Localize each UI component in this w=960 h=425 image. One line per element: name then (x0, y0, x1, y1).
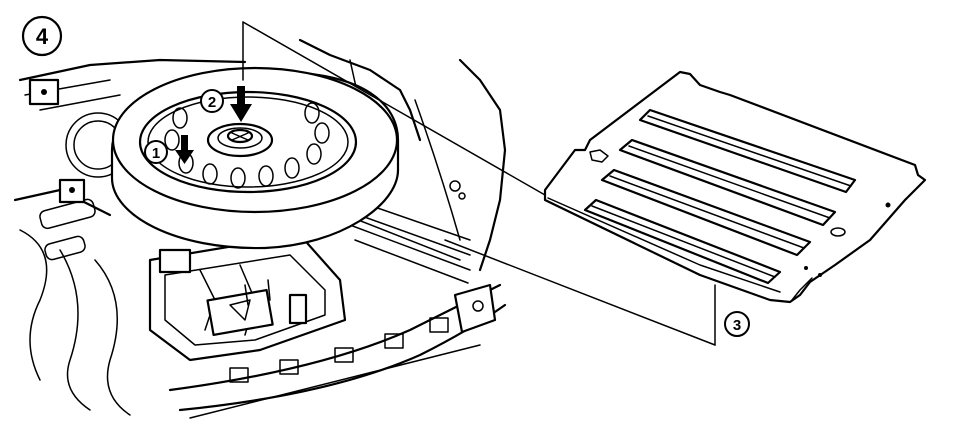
vehicle-trunk (13, 38, 507, 419)
exploded-view-lines (242, 21, 716, 346)
wheel-holes (164, 102, 330, 189)
arrow-down-icon-1 (175, 135, 194, 164)
callout-3: 3 (724, 311, 750, 337)
callout-3-label: 3 (733, 317, 741, 334)
callout-4-label: 4 (36, 24, 49, 49)
jack-tool-tray (148, 233, 347, 362)
callout-2: 2 (200, 89, 224, 113)
arrow-down-icon-2 (230, 86, 252, 122)
callout-2-label: 2 (208, 94, 216, 111)
spare-tire (110, 66, 400, 250)
callout-1: 1 (144, 140, 168, 164)
callout-1-label: 1 (152, 145, 160, 162)
callout-4: 4 (21, 15, 63, 57)
floor-board-panel (543, 70, 927, 304)
